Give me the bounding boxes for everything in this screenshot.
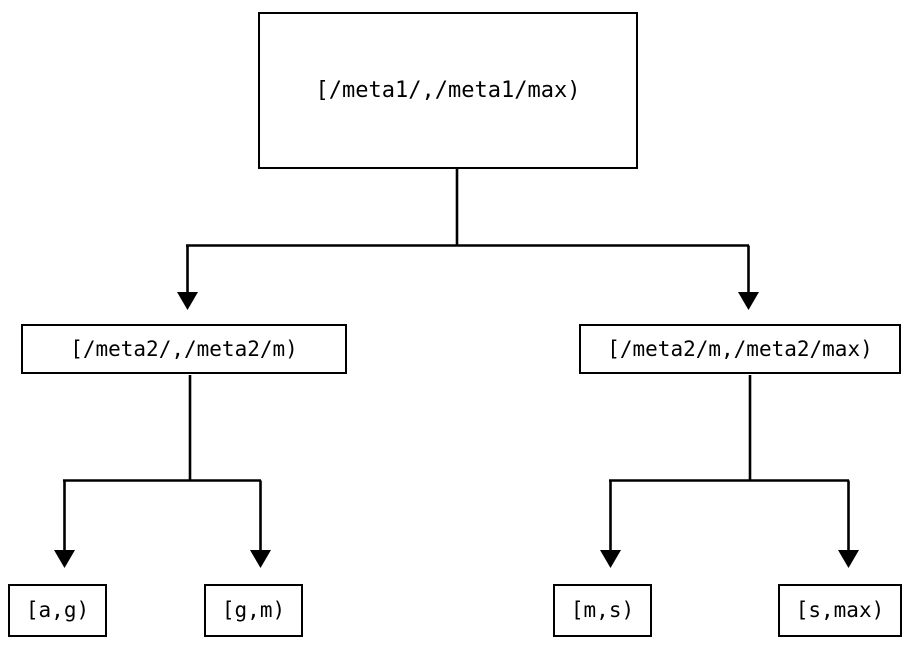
arrowhead-root-to-mid-left [177, 292, 198, 310]
node-leaf-0[interactable]: [a,g) [8, 584, 107, 637]
arrowhead-mid-right-to-leaf3 [838, 550, 859, 568]
node-root[interactable]: [/meta1/,/meta1/max) [258, 12, 638, 169]
node-root-label: [/meta1/,/meta1/max) [315, 77, 581, 103]
node-leaf-1-label: [g,m) [221, 598, 286, 622]
node-leaf-2-label: [m,s) [570, 598, 635, 622]
node-mid-right[interactable]: [/meta2/m,/meta2/max) [579, 324, 901, 374]
arrowhead-mid-right-to-leaf2 [600, 550, 621, 568]
node-leaf-1[interactable]: [g,m) [204, 584, 303, 637]
node-mid-left-label: [/meta2/,/meta2/m) [70, 336, 298, 361]
node-leaf-2[interactable]: [m,s) [553, 584, 652, 637]
arrowhead-mid-left-to-leaf1 [250, 550, 271, 568]
node-leaf-3[interactable]: [s,max) [778, 584, 902, 637]
node-leaf-3-label: [s,max) [795, 598, 885, 622]
node-leaf-0-label: [a,g) [25, 598, 90, 622]
node-mid-right-label: [/meta2/m,/meta2/max) [607, 336, 873, 361]
node-mid-left[interactable]: [/meta2/,/meta2/m) [21, 324, 347, 374]
arrowhead-mid-left-to-leaf0 [54, 550, 75, 568]
arrowhead-root-to-mid-right [738, 292, 759, 310]
